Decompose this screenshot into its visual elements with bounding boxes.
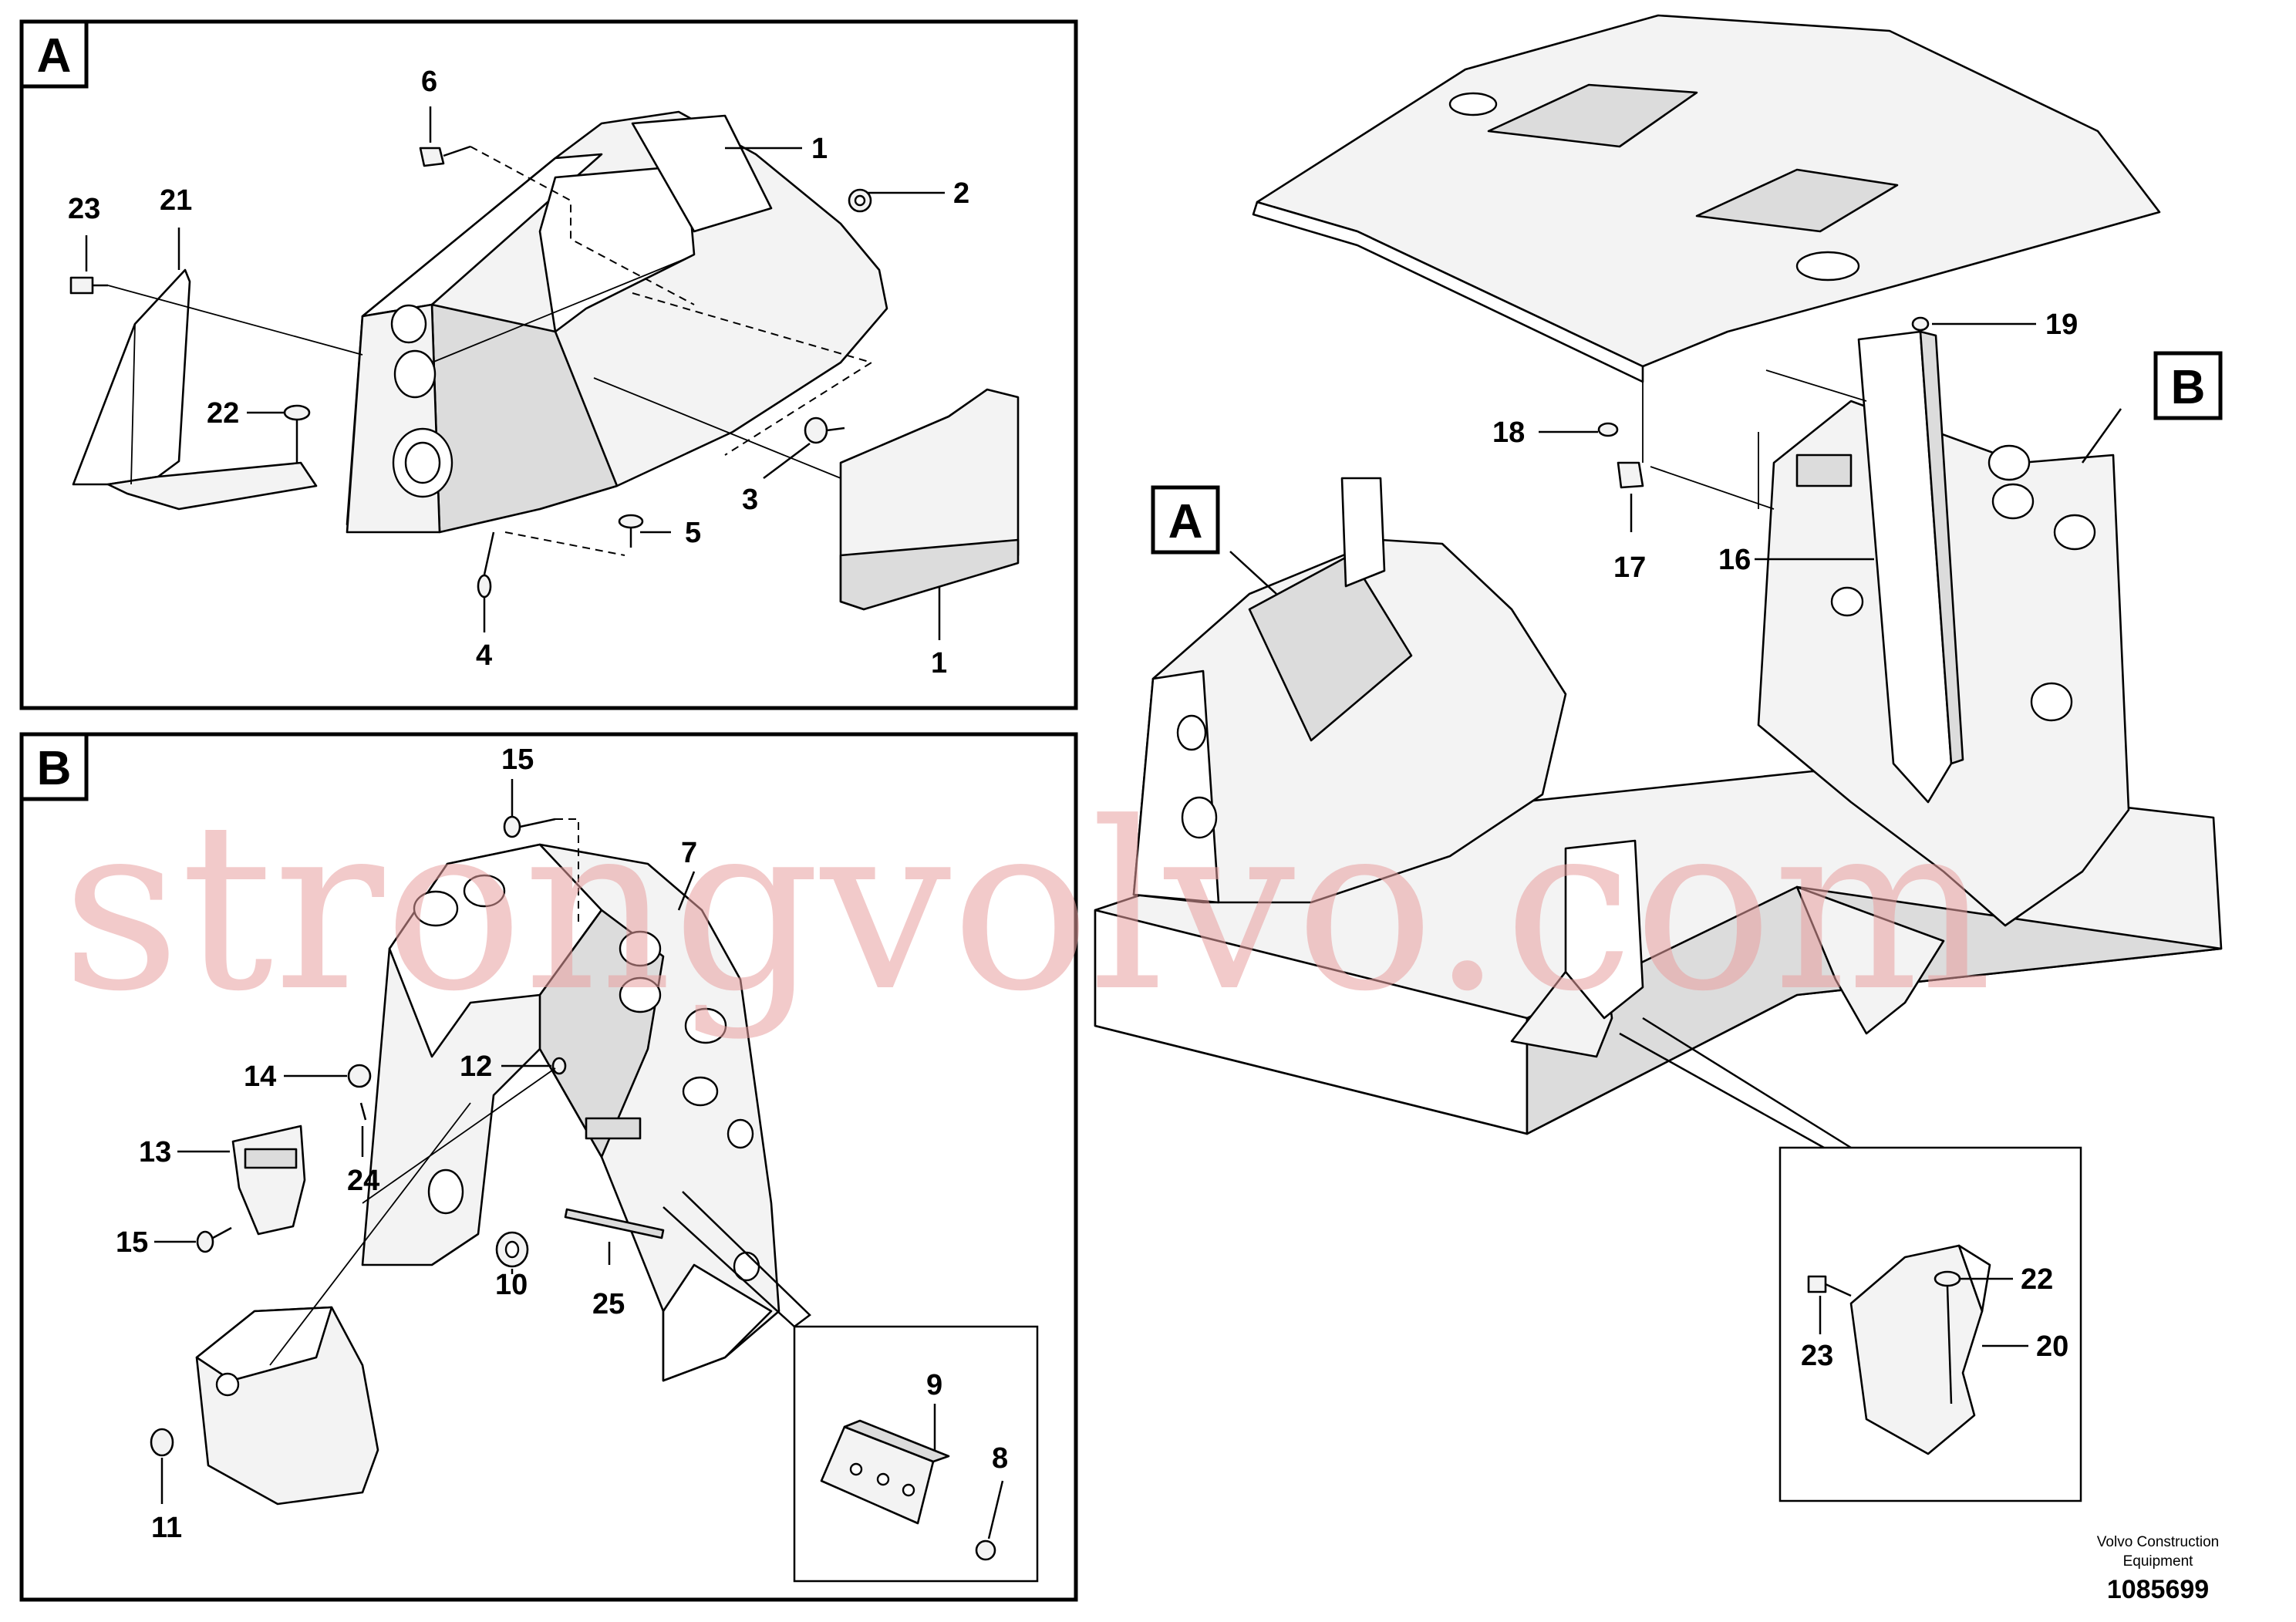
knob-11	[150, 1428, 174, 1457]
panel-b-letter: B	[37, 742, 72, 795]
callout-3: 3	[742, 484, 758, 516]
vent-grille-13	[231, 1125, 306, 1236]
steering-column	[1340, 477, 1386, 588]
clip-14	[347, 1064, 372, 1088]
overview-letter-b: B	[2171, 361, 2206, 414]
callout-23-b: 23	[1801, 1340, 1833, 1372]
callout-14: 14	[244, 1061, 276, 1093]
screw-4	[477, 531, 495, 599]
callout-2: 2	[953, 177, 969, 210]
roof-panel	[1252, 14, 2161, 383]
callout-25: 25	[592, 1288, 625, 1320]
company-line-1: Volvo Construction	[2097, 1534, 2219, 1550]
footer: Volvo Construction Equipment 1085699	[2097, 1534, 2219, 1604]
overview-letter-a: A	[1168, 495, 1203, 548]
trim-inset-frame	[1778, 1146, 2082, 1502]
bracket-17	[1617, 461, 1644, 489]
panel-b-frame	[19, 732, 1078, 1602]
callout-4: 4	[476, 639, 492, 672]
callout-6: 6	[421, 66, 437, 98]
callout-16: 16	[1718, 544, 1751, 576]
screw-6	[419, 145, 471, 167]
panel-b-tag	[19, 732, 89, 801]
screw-5	[618, 514, 644, 548]
callout-24: 24	[347, 1165, 379, 1197]
screw-22-inset	[1934, 1270, 1961, 1404]
side-trim-panel-21	[72, 268, 318, 511]
callout-23-a: 23	[68, 193, 100, 225]
spring-pin-24	[359, 1102, 367, 1121]
watermark: strongvolvo.com	[62, 773, 1992, 1042]
left-console-overview	[1132, 538, 1567, 904]
screw-23-inset	[1807, 1275, 1852, 1297]
callout-11: 11	[151, 1512, 182, 1544]
console-housing-1	[346, 110, 888, 534]
screw-22	[283, 404, 311, 463]
detail-panel-b: B	[19, 732, 1078, 1602]
screw-12	[551, 1057, 567, 1075]
panel-a-letter: A	[37, 29, 72, 83]
screw-18	[1597, 422, 1619, 437]
callout-8: 8	[992, 1442, 1008, 1475]
panel-a-frame	[19, 19, 1078, 710]
callout-7: 7	[681, 837, 697, 869]
drawing-number: 1085699	[2107, 1575, 2209, 1604]
lower-trim-20	[1849, 1244, 1991, 1455]
washer-3	[804, 416, 845, 444]
overview-tag-a	[1151, 485, 1220, 555]
cover-panel-1	[839, 388, 1020, 611]
callout-12: 12	[460, 1050, 492, 1083]
callout-21: 21	[160, 184, 192, 217]
callout-10: 10	[495, 1269, 528, 1301]
callout-5: 5	[685, 517, 701, 549]
pillar-16	[1857, 330, 1964, 804]
hinged-cover	[195, 1306, 379, 1506]
panel-a-tag	[19, 19, 89, 89]
rivet-8	[975, 1539, 996, 1561]
callout-1-bottom: 1	[931, 647, 947, 679]
callout-1-top: 1	[811, 133, 828, 165]
callout-13: 13	[139, 1136, 171, 1168]
lower-trim-overview	[1510, 839, 1644, 1058]
callout-22-a: 22	[207, 397, 239, 430]
callout-17: 17	[1613, 551, 1646, 584]
seal-strip-25	[564, 1208, 665, 1239]
grommet-10	[495, 1231, 529, 1268]
clip-2	[848, 188, 872, 213]
hinge-9	[820, 1419, 950, 1525]
callout-15-top: 15	[501, 744, 534, 776]
cab-overview: A B 19 18 17 16 23 22 20	[1094, 14, 2223, 1502]
screw-23	[69, 276, 108, 295]
callout-19: 19	[2045, 309, 2078, 341]
callout-22-b: 22	[2021, 1263, 2053, 1296]
detail-panel-a: A	[19, 19, 1078, 710]
screw-15-bottom	[196, 1226, 232, 1253]
callout-18: 18	[1492, 416, 1525, 449]
company-line-2: Equipment	[2123, 1553, 2194, 1570]
hinge-inset-frame	[793, 1325, 1039, 1583]
callout-20: 20	[2036, 1330, 2068, 1363]
callout-9: 9	[926, 1369, 942, 1401]
overview-tag-b	[2153, 351, 2223, 420]
callout-15-bottom: 15	[116, 1226, 148, 1259]
washer-19	[1911, 316, 1930, 332]
pillar-trim-7	[361, 843, 781, 1382]
